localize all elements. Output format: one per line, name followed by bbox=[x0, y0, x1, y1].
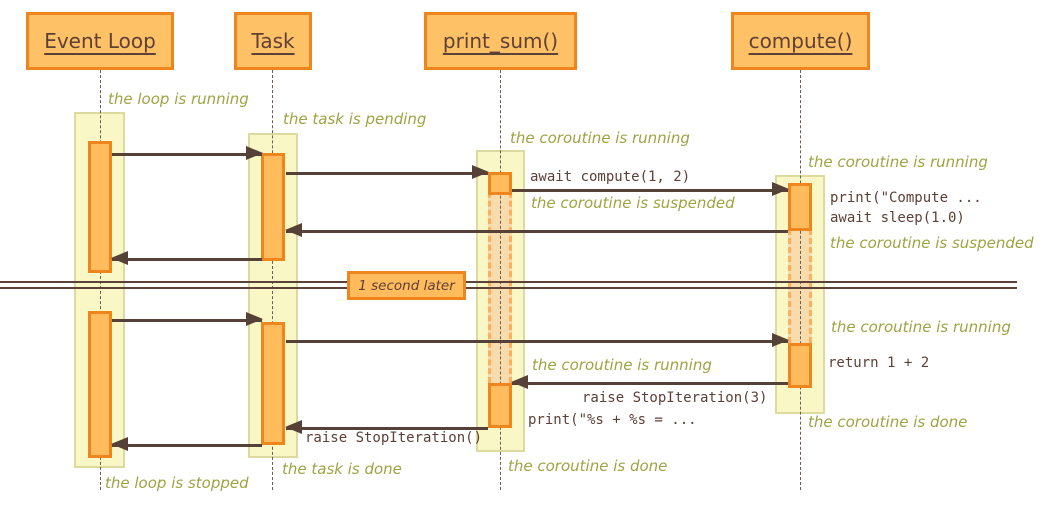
message-arrow-task-to-event-loop bbox=[112, 444, 262, 447]
message-arrow-event-loop-to-task bbox=[112, 319, 262, 322]
state-label: the coroutine is running bbox=[808, 153, 988, 171]
state-label: the coroutine is running bbox=[831, 318, 1011, 336]
participant-label-task: Task bbox=[251, 29, 295, 53]
arrowhead-icon bbox=[511, 375, 528, 389]
divider-label: 1 second later bbox=[358, 277, 455, 294]
code-label: raise StopIteration(3) bbox=[582, 390, 768, 406]
participant-box-task: Task bbox=[234, 12, 312, 70]
activation-active-compute bbox=[788, 183, 812, 231]
message-arrow-task-to-event-loop bbox=[112, 258, 262, 261]
state-label: the loop is running bbox=[108, 90, 249, 108]
arrowhead-icon bbox=[246, 312, 263, 326]
activation-active-event-loop bbox=[88, 311, 112, 458]
arrowhead-icon bbox=[111, 251, 128, 265]
code-label: print("%s + %s = ... bbox=[528, 412, 697, 428]
divider-line bbox=[0, 287, 1017, 289]
state-label: the coroutine is running bbox=[510, 129, 690, 147]
arrowhead-icon bbox=[285, 420, 302, 434]
activation-active-compute bbox=[788, 343, 812, 388]
activation-active-event-loop bbox=[88, 141, 112, 273]
message-arrow-compute-to-print-sum bbox=[512, 382, 788, 385]
code-label: return 1 + 2 bbox=[828, 355, 930, 371]
message-arrow-print-sum-to-compute bbox=[512, 189, 788, 192]
message-arrow-task-to-print-sum bbox=[286, 172, 488, 175]
participant-label-compute: compute() bbox=[748, 29, 853, 53]
arrowhead-icon bbox=[472, 165, 489, 179]
state-label: the coroutine is suspended bbox=[830, 234, 1034, 252]
lifeline-event-loop bbox=[100, 70, 101, 490]
code-label: await compute(1, 2) bbox=[530, 169, 691, 185]
participant-label-print-sum: print_sum() bbox=[442, 29, 559, 53]
state-label: the coroutine is suspended bbox=[531, 194, 735, 212]
lifeline-task bbox=[272, 70, 273, 490]
state-label: the coroutine is done bbox=[808, 413, 968, 431]
message-arrow-print-sum-to-task bbox=[286, 427, 488, 430]
activation-active-print-sum bbox=[488, 383, 512, 428]
activation-active-task bbox=[261, 322, 285, 445]
code-label: await sleep(1.0) bbox=[830, 210, 965, 226]
message-arrow-compute-to-task bbox=[286, 230, 788, 233]
code-label: print("Compute ... bbox=[830, 190, 982, 206]
lifeline-compute bbox=[800, 70, 801, 490]
state-label: the coroutine is running bbox=[532, 356, 712, 374]
participant-label-event-loop: Event Loop bbox=[44, 29, 156, 53]
arrowhead-icon bbox=[246, 146, 263, 160]
divider-label-box: 1 second later bbox=[347, 271, 466, 300]
activation-active-task bbox=[261, 153, 285, 261]
lifeline-print-sum bbox=[500, 70, 501, 490]
state-label: the task is pending bbox=[283, 110, 427, 128]
divider-line bbox=[0, 281, 1017, 283]
arrowhead-icon bbox=[285, 223, 302, 237]
message-arrow-task-to-compute bbox=[286, 340, 788, 343]
state-label: the task is done bbox=[282, 460, 402, 478]
activation-active-print-sum bbox=[488, 172, 512, 195]
participant-box-print-sum: print_sum() bbox=[424, 12, 577, 70]
arrowhead-icon bbox=[111, 437, 128, 451]
message-arrow-event-loop-to-task bbox=[112, 153, 262, 156]
arrowhead-icon bbox=[772, 333, 789, 347]
arrowhead-icon bbox=[772, 182, 789, 196]
state-label: the coroutine is done bbox=[508, 457, 668, 475]
state-label: the loop is stopped bbox=[105, 474, 249, 492]
participant-box-event-loop: Event Loop bbox=[26, 12, 174, 70]
participant-box-compute: compute() bbox=[731, 12, 870, 70]
code-label: raise StopIteration() bbox=[305, 430, 483, 446]
